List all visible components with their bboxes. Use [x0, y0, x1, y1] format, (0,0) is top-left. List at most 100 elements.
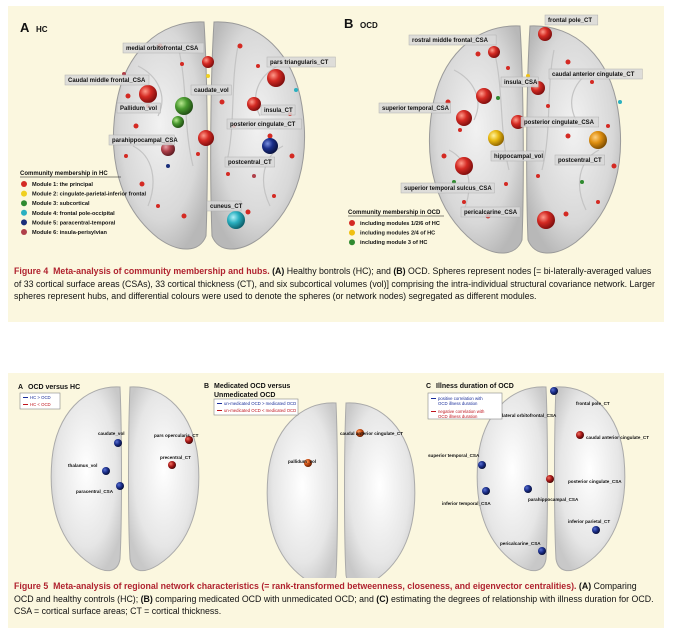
fig4-a-label-2: Caudal middle frontal_CSA — [64, 74, 150, 86]
fig4-a-label-6-text: posterior cingulate_CT — [230, 122, 296, 128]
fig5-c-label-2: caudal anterior cingulate_CT — [586, 435, 649, 440]
fig5-c-label-4: posterior cingulate_CSA — [568, 479, 622, 484]
fig4-panel-b-legend: Community membership in OCD including mo… — [348, 210, 444, 246]
fig4-a-label-7: parahippocampal_CSA — [108, 134, 178, 146]
fig5-caption-title: Meta-analysis of regional network charac… — [53, 581, 577, 591]
fig4-panel-b-title: OCD — [360, 21, 378, 30]
fig4-a-label-8: postcentral_CT — [224, 156, 275, 168]
fig5-panel-c-brain — [476, 386, 626, 572]
fig4-b-label-8: superior temporal sulcus_CSA — [400, 182, 495, 194]
svg-text:Module 1: the principal: Module 1: the principal — [32, 182, 93, 188]
fig4-a-label-5: insula_CT — [260, 104, 296, 116]
fig5-c-label-0: frontal pole_CT — [576, 401, 610, 406]
fig5-c-label-7-text: inferior parietal_CT — [568, 519, 610, 524]
fig5-caption-c: (C) — [376, 593, 389, 604]
fig4-a-legend-item-4: Module 5: paracentral-temporal — [21, 219, 116, 226]
svg-text:un-medicated OCD < medicated O: un-medicated OCD < medicated OCD — [224, 408, 296, 413]
fig4-a-label-8-text: postcentral_CT — [228, 160, 272, 166]
fig4-caption-label: Figure 4 — [14, 266, 49, 276]
svg-text:HC > OCD: HC > OCD — [30, 395, 51, 400]
svg-text:including modules 2/4 of HC: including modules 2/4 of HC — [360, 231, 435, 237]
fig4-b-label-1-text: rostral middle frontal_CSA — [412, 38, 489, 44]
fig5-caption-body-2: comparing medicated OCD with unmedicated… — [152, 593, 377, 604]
fig4-b-label-1: rostral middle frontal_CSA — [408, 34, 497, 46]
fig4-b-label-3: insula_CSA — [500, 76, 539, 88]
fig5-a-label-1-text: pars opercularis_CT — [154, 433, 199, 438]
fig4-a-label-1-text: pars triangularis_CT — [270, 60, 329, 66]
svg-text:including module 3 of HC: including module 3 of HC — [360, 240, 427, 246]
fig4-b-legend-item-2: including module 3 of HC — [349, 239, 427, 246]
svg-text:Module 4: frontal pole-occipit: Module 4: frontal pole-occipital — [32, 211, 115, 217]
fig4-b-label-4: superior temporal_CSA — [378, 102, 451, 114]
fig5-c-label-0-text: frontal pole_CT — [576, 401, 610, 406]
fig5-c-label-3: superior temporal_CSA — [428, 453, 480, 458]
fig4-b-label-6-text: hippocampal_vol — [494, 154, 543, 160]
fig4-panel-b-letter: B — [344, 16, 353, 31]
fig4-b-label-0-text: frontal pole_CT — [548, 18, 592, 24]
fig5-panel-c-title: Illness duration of OCD — [436, 383, 514, 390]
fig5-c-label-1-text: lateral orbitofrontal_CSA — [502, 413, 557, 418]
fig4-b-label-8-text: superior temporal sulcus_CSA — [404, 186, 492, 192]
fig5-caption-body-3: estimating the degrees of relationship w… — [14, 593, 654, 617]
fig4-a-label-2-text: Caudal middle frontal_CSA — [68, 78, 146, 84]
fig4-panel-a-title: HC — [36, 25, 48, 34]
fig5-b-label-1-text: pallidum_vol — [288, 459, 316, 464]
fig5-panel-a-brain — [50, 386, 200, 572]
fig5-c-label-6-text: inferior temporal_CSA — [442, 501, 491, 506]
fig5-panel-a-title: OCD versus HC — [28, 384, 80, 391]
fig4-a-label-3: caudate_vol — [190, 84, 232, 96]
fig4-b-label-3-text: insula_CSA — [504, 80, 538, 86]
fig4-b-label-2: caudal anterior cingulate_CT — [548, 68, 643, 80]
fig4-a-label-3-text: caudate_vol — [194, 88, 229, 94]
fig4-a-label-7-text: parahippocampal_CSA — [112, 138, 178, 144]
fig4-panel-b-legend-title: Community membership in OCD — [348, 210, 441, 216]
fig4-b-label-4-text: superior temporal_CSA — [382, 106, 450, 112]
fig5-a-label-2: precentral_CT — [160, 455, 191, 460]
fig5-c-label-6: inferior temporal_CSA — [442, 501, 491, 506]
fig4-panel-a-letter: A — [20, 20, 30, 35]
fig4-b-legend-item-0: including modules 1/2/6 of HC — [349, 220, 440, 227]
fig5-a-label-3-text: thalamus_vol — [68, 463, 97, 468]
svg-text:Module 3: subcortical: Module 3: subcortical — [32, 201, 90, 207]
fig5-c-label-2-text: caudal anterior cingulate_CT — [586, 435, 649, 440]
fig5-a-label-1: pars opercularis_CT — [154, 433, 199, 438]
fig4-panel-a-legend-title: Community membership in HC — [20, 171, 108, 177]
fig5-b-label-0: caudal anterior cingulate_CT — [340, 431, 403, 436]
fig4-a-legend-item-2: Module 3: subcortical — [21, 200, 90, 207]
fig5-nodes — [102, 387, 600, 555]
fig4-a-legend-item-5: Module 6: insula-perisylvian — [21, 229, 107, 236]
fig5-b-legend-item-1: un-medicated OCD < medicated OCD — [217, 408, 296, 413]
svg-text:un-medicated OCD > medicated O: un-medicated OCD > medicated OCD — [224, 401, 296, 406]
fig5-panel-b-brain — [266, 402, 416, 578]
fig4-a-label-4-text: Pallidum_vol — [120, 106, 157, 112]
fig5-c-label-1: lateral orbitofrontal_CSA — [502, 413, 557, 418]
fig4-a-legend-item-3: Module 4: frontal pole-occipital — [21, 209, 115, 217]
fig5-panel-c-letter: C — [426, 383, 431, 390]
fig5-panel-b-letter: B — [204, 383, 209, 390]
fig4-b-label-2-text: caudal anterior cingulate_CT — [552, 72, 635, 78]
fig5-b-label-0-text: caudal anterior cingulate_CT — [340, 431, 403, 436]
fig5-panel-a-letter: A — [18, 384, 23, 391]
fig5-b-legend-item-0: un-medicated OCD > medicated OCD — [217, 401, 296, 406]
fig5-labels: caudate_vol pars opercularis_CT precentral… — [68, 401, 649, 546]
fig4-b-label-9-text: pericalcarine_CSA — [464, 210, 518, 216]
fig5-caption-label: Figure 5 — [14, 581, 49, 591]
fig5-c-label-5-text: parahippocampal_CSA — [528, 497, 579, 502]
fig5-a-label-0-text: caudate_vol — [98, 431, 125, 436]
fig5-a-label-2-text: precentral_CT — [160, 455, 191, 460]
fig4-caption-body-2: OCD. Spheres represent nodes [= bi-later… — [14, 266, 655, 302]
fig5-caption-body-1: Comparing OCD and healthy controls (HC); — [14, 581, 637, 604]
fig4-caption-body-1: Healthy bontrols (HC); and — [284, 266, 394, 276]
fig4-a-label-5-text: insula_CT — [264, 108, 293, 114]
fig4-b-label-5-text: posterior cingulate_CSA — [524, 120, 595, 126]
fig5-caption-a: (A) — [578, 581, 592, 591]
fig5-c-label-8-text: pericalcarine_CSA — [500, 541, 541, 546]
